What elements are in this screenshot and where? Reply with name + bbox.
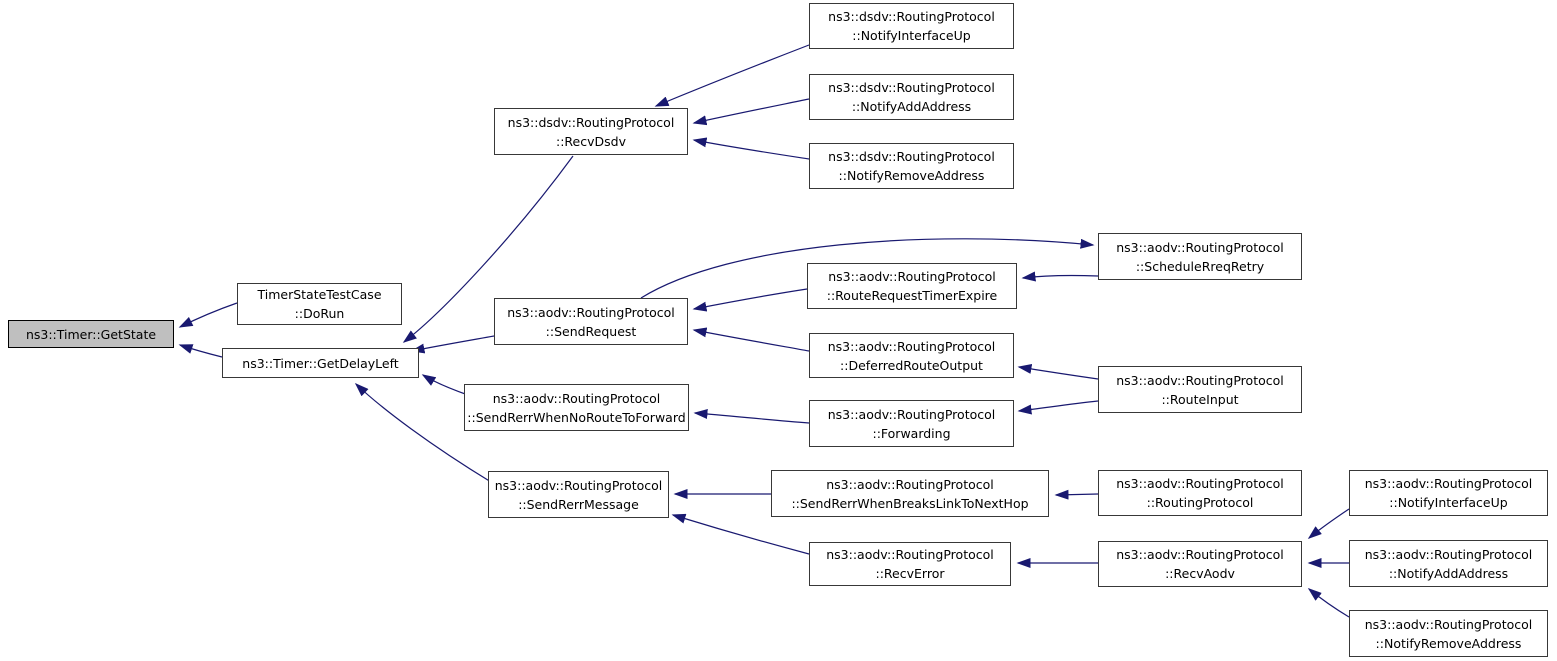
node-label-line: ns3::aodv::RoutingProtocol xyxy=(1116,372,1284,388)
node-label-line: ::NotifyRemoveAddress xyxy=(1375,635,1522,651)
node-label-line: ::NotifyInterfaceUp xyxy=(1389,495,1508,510)
node-sendrerrmessage[interactable]: ns3::aodv::RoutingProtocol::SendRerrMess… xyxy=(488,471,669,518)
node-label-line: ns3::aodv::RoutingProtocol xyxy=(826,476,994,492)
node-label-line: TimerStateTestCase xyxy=(257,287,382,302)
node-label-line: ::SendRerrWhenNoRouteToForward xyxy=(467,409,686,425)
node-forwarding[interactable]: ns3::aodv::RoutingProtocol::Forwarding xyxy=(809,400,1014,447)
node-label-line: ns3::dsdv::RoutingProtocol xyxy=(828,9,995,24)
edge-routeinput-to-forwarding xyxy=(1017,400,1099,415)
edge-recverror-to-sendrerrmessage xyxy=(671,513,810,555)
node-label-line: ns3::dsdv::RoutingProtocol xyxy=(828,149,995,164)
node-label-line: ::DoRun xyxy=(294,306,345,321)
node-routingprotocol[interactable]: ns3::aodv::RoutingProtocol::RoutingProto… xyxy=(1098,470,1302,516)
node-label-line: ::RecvDsdv xyxy=(556,133,626,149)
node-dorun[interactable]: TimerStateTestCase::DoRun xyxy=(237,283,402,325)
node-label-line: ::SendRequest xyxy=(545,323,637,339)
edge-getdelayleft-to-getstate xyxy=(178,344,223,358)
node-label-line: ::RoutingProtocol xyxy=(1146,495,1254,510)
node-label-line: ns3::dsdv::RoutingProtocol xyxy=(507,114,675,130)
node-sendrequest[interactable]: ns3::aodv::RoutingProtocol::SendRequest xyxy=(494,298,688,345)
node-getstate: ns3::Timer::GetState xyxy=(8,320,174,348)
edge-deferredrouteoutput-to-sendrequest xyxy=(692,327,810,352)
node-label-line: ns3::dsdv::RoutingProtocol xyxy=(828,80,995,95)
node-label-line: ns3::aodv::RoutingProtocol xyxy=(1116,547,1284,562)
node-schedulerreqretry[interactable]: ns3::aodv::RoutingProtocol::ScheduleRreq… xyxy=(1098,233,1302,280)
node-label-line: ::DeferredRouteOutput xyxy=(840,357,983,373)
node-label-line: ::Forwarding xyxy=(872,425,951,441)
node-label-line: ::NotifyInterfaceUp xyxy=(852,28,971,43)
node-label-line: ::RouteInput xyxy=(1161,391,1239,407)
node-label-line: ns3::aodv::RoutingProtocol xyxy=(492,390,661,406)
node-label-line: ns3::aodv::RoutingProtocol xyxy=(1364,546,1533,562)
node-label-line: ::SendRerrMessage xyxy=(518,496,639,512)
node-recverror[interactable]: ns3::aodv::RoutingProtocol::RecvError xyxy=(809,542,1011,586)
edge-sendrerrmessage-to-getdelayleft xyxy=(354,382,492,483)
node-deferredrouteoutput[interactable]: ns3::aodv::RoutingProtocol::DeferredRout… xyxy=(809,333,1014,378)
edge-schedulerreqretry-to-routerequesttimerexpire xyxy=(1021,271,1099,282)
node-dsdv-notifyinterfaceup[interactable]: ns3::dsdv::RoutingProtocol::NotifyInterf… xyxy=(809,3,1014,49)
node-aodv-notifyaddaddress[interactable]: ns3::aodv::RoutingProtocol::NotifyAddAdd… xyxy=(1349,540,1548,587)
node-label-line: ::ScheduleRreqRetry xyxy=(1135,258,1265,274)
node-label-line: ns3::aodv::RoutingProtocol xyxy=(827,338,996,354)
edge-aodv-notifyremoveaddress-to-recvaodv xyxy=(1307,588,1350,618)
node-label-line: ns3::Timer::GetDelayLeft xyxy=(242,355,399,371)
edge-routerequesttimerexpire-to-sendrequest xyxy=(692,288,808,312)
edge-dorun-to-getstate xyxy=(178,302,238,328)
node-label-line: ns3::aodv::RoutingProtocol xyxy=(827,406,996,422)
node-dsdv-notifyremoveaddress[interactable]: ns3::dsdv::RoutingProtocol::NotifyRemove… xyxy=(809,143,1014,189)
node-label-line: ns3::aodv::RoutingProtocol xyxy=(494,477,663,493)
node-label-line: ns3::Timer::GetState xyxy=(25,326,157,342)
node-aodv-notifyremoveaddress[interactable]: ns3::aodv::RoutingProtocol::NotifyRemove… xyxy=(1349,610,1548,657)
node-label-line: ::RouteRequestTimerExpire xyxy=(826,288,998,303)
node-label-line: ::NotifyRemoveAddress xyxy=(838,168,985,183)
edge-routeinput-to-deferredrouteoutput xyxy=(1017,364,1099,380)
edge-sendrerrwhennoroutetoforward-to-getdelayleft xyxy=(421,374,469,396)
node-routerequesttimerexpire[interactable]: ns3::aodv::RoutingProtocol::RouteRequest… xyxy=(807,263,1017,309)
node-label-line: ::SendRerrWhenBreaksLinkToNextHop xyxy=(791,495,1029,511)
node-label-line: ::RecvError xyxy=(875,566,945,581)
node-label-line: ::NotifyAddAddress xyxy=(1388,565,1509,581)
node-getdelayleft[interactable]: ns3::Timer::GetDelayLeft xyxy=(222,348,419,378)
edge-dsdv-notifyinterfaceup-to-recvdsdv xyxy=(654,44,810,107)
node-label-line: ns3::aodv::RoutingProtocol xyxy=(826,547,994,562)
node-recvaodv[interactable]: ns3::aodv::RoutingProtocol::RecvAodv xyxy=(1098,541,1302,587)
edge-recvdsdv-to-getdelayleft xyxy=(402,155,574,343)
node-label-line: ns3::aodv::RoutingProtocol xyxy=(1364,476,1533,491)
edge-routingprotocol-to-sendrerrwhenbreakslinktonexthop xyxy=(1054,489,1099,500)
node-aodv-notifyinterfaceup[interactable]: ns3::aodv::RoutingProtocol::NotifyInterf… xyxy=(1349,470,1548,516)
node-sendrerrwhennoroutetoforward[interactable]: ns3::aodv::RoutingProtocol::SendRerrWhen… xyxy=(464,384,689,431)
node-label-line: ::NotifyAddAddress xyxy=(851,99,972,114)
edge-aodv-notifyinterfaceup-to-recvaodv xyxy=(1307,508,1350,539)
node-label-line: ns3::aodv::RoutingProtocol xyxy=(1116,476,1284,491)
node-routeinput[interactable]: ns3::aodv::RoutingProtocol::RouteInput xyxy=(1098,366,1302,413)
edge-sendrequest-to-getdelayleft xyxy=(410,335,495,354)
edge-dsdv-notifyremoveaddress-to-recvdsdv xyxy=(692,137,810,160)
node-label-line: ns3::aodv::RoutingProtocol xyxy=(507,304,675,320)
edge-forwarding-to-sendrerrwhennoroutetoforward xyxy=(693,409,810,424)
node-label-line: ns3::aodv::RoutingProtocol xyxy=(1364,616,1533,632)
node-label-line: ns3::aodv::RoutingProtocol xyxy=(828,269,996,284)
node-label-line: ::RecvAodv xyxy=(1165,566,1235,581)
node-sendrerrwhenbreakslinktonexthop[interactable]: ns3::aodv::RoutingProtocol::SendRerrWhen… xyxy=(771,470,1049,517)
node-label-line: ns3::aodv::RoutingProtocol xyxy=(1116,239,1284,255)
node-dsdv-notifyaddaddress[interactable]: ns3::dsdv::RoutingProtocol::NotifyAddAdd… xyxy=(809,74,1014,120)
edge-sendrequest-to-schedulerreqretry xyxy=(640,238,1095,299)
edge-dsdv-notifyaddaddress-to-recvdsdv xyxy=(692,98,810,126)
node-recvdsdv[interactable]: ns3::dsdv::RoutingProtocol::RecvDsdv xyxy=(494,108,688,155)
